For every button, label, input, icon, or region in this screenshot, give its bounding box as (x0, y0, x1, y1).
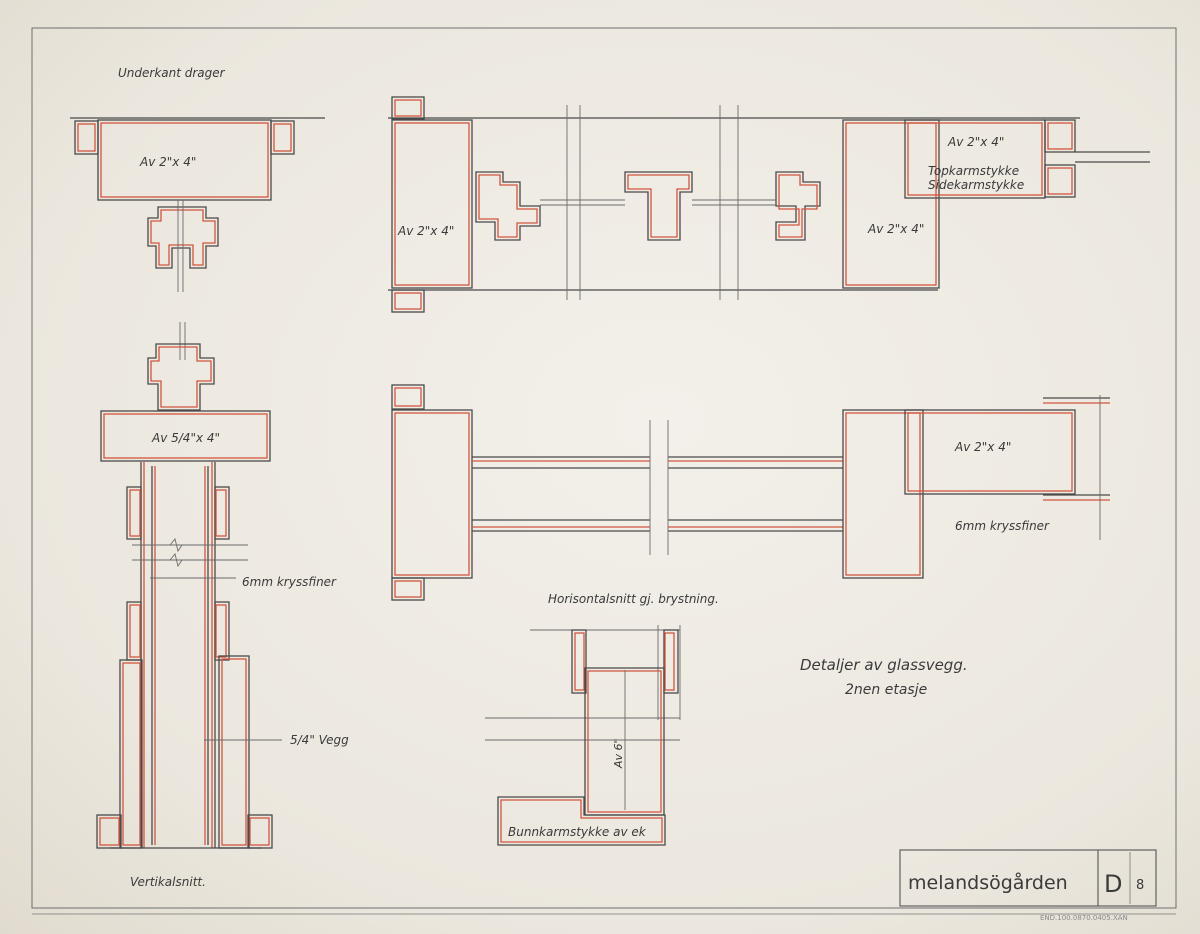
sheet-border (31, 27, 1177, 909)
titleblock-sheet: D (1104, 870, 1122, 898)
label-vertikalsnitt: Vertikalsnitt. (130, 875, 206, 889)
vertical-section (96, 322, 282, 849)
label-topkarmstykke: Topkarmstykke (928, 164, 1019, 178)
label-av6: Av 6" (612, 738, 625, 769)
top-left-detail (70, 117, 325, 292)
label-sidekarmstykke: Sidekarmstykke (928, 178, 1024, 192)
label-bunnkarmstykke: Bunnkarmstykke av ek (508, 825, 647, 839)
drawing-subtitle: 2nen etasje (845, 682, 927, 698)
bottom-center-detail (485, 625, 681, 846)
label-av2x4-brystning: Av 2"x 4" (954, 440, 1011, 454)
horizontal-section-top (388, 96, 1150, 313)
titleblock-sheet-number: 8 (1136, 878, 1144, 893)
label-underkant-drager: Underkant drager (118, 66, 226, 80)
label-kryssfiner-right: 6mm kryssfiner (955, 519, 1050, 533)
horizontal-section-brystning (391, 384, 1110, 601)
label-av2x4-post-left: Av 2"x 4" (397, 224, 454, 238)
label-vegg: 5/4" Vegg (290, 733, 349, 747)
title-block (899, 849, 1157, 907)
label-av2x4-topkarm: Av 2"x 4" (947, 135, 1004, 149)
label-horisontalsnitt: Horisontalsnitt gj. brystning. (548, 592, 719, 606)
label-kryssfiner-left: 6mm kryssfiner (242, 575, 337, 589)
titleblock-name: melandsögården (908, 871, 1068, 894)
label-av2x4-topleft: Av 2"x 4" (139, 155, 196, 169)
drawing-title: Detaljer av glassvegg. (800, 656, 968, 674)
label-av54x4: Av 5/4"x 4" (151, 431, 220, 445)
archive-stamp: END.100.0870.0405.XAN (1040, 914, 1128, 922)
label-av2x4-post-right: Av 2"x 4" (867, 222, 924, 236)
